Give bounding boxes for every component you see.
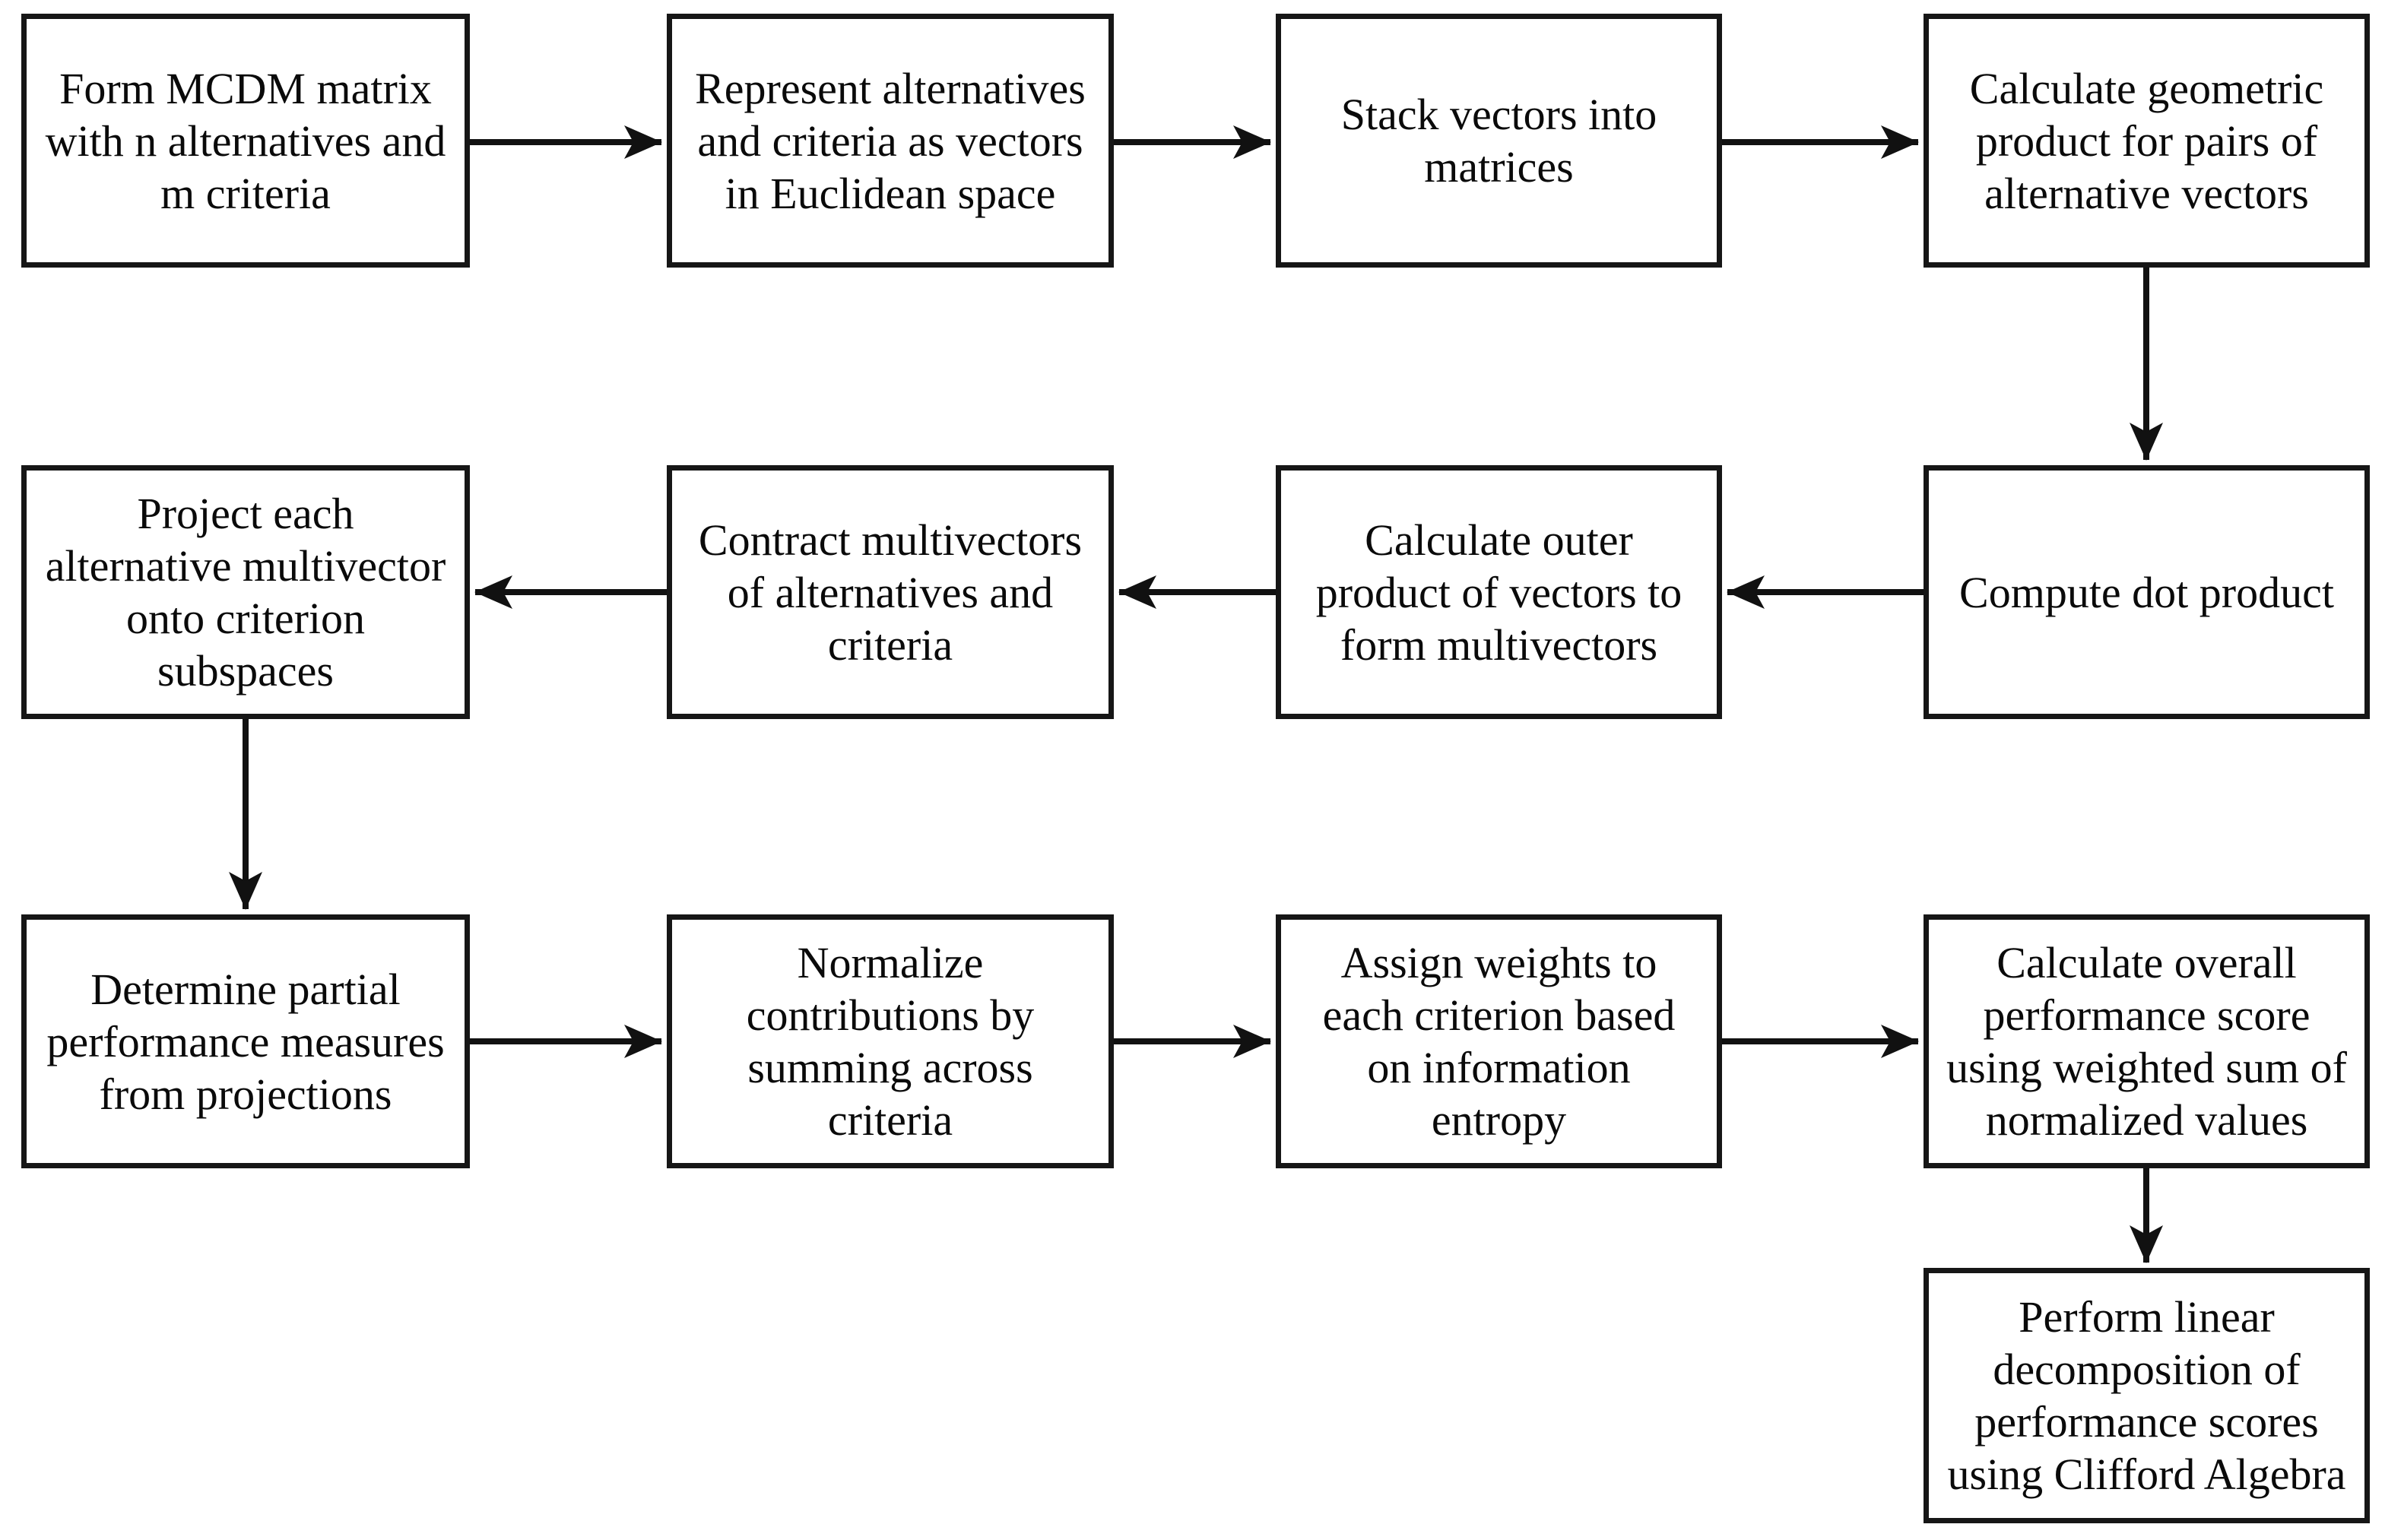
- step-label: Normalize contributions by summing acros…: [746, 938, 1035, 1145]
- step-label: Project each alternative multivector ont…: [45, 489, 446, 696]
- step-label: Perform linear decomposition of performa…: [1947, 1292, 2346, 1499]
- step-box-outer-product: Calculate outer product of vectors to fo…: [1276, 465, 1722, 719]
- step-box-compute-dot-product: Compute dot product: [1924, 465, 2370, 719]
- step-box-project-multivector: Project each alternative multivector ont…: [21, 465, 470, 719]
- step-label: Determine partial performance measures f…: [46, 964, 445, 1119]
- step-box-geometric-product: Calculate geometric product for pairs of…: [1924, 14, 2370, 268]
- step-box-overall-performance-score: Calculate overall performance score usin…: [1924, 914, 2370, 1168]
- step-box-contract-multivectors: Contract multivectors of alternatives an…: [667, 465, 1114, 719]
- step-label: Calculate overall performance score usin…: [1946, 938, 2347, 1145]
- step-label: Compute dot product: [1959, 567, 2334, 617]
- step-box-linear-decomposition: Perform linear decomposition of performa…: [1924, 1268, 2370, 1523]
- step-box-normalize-contributions: Normalize contributions by summing acros…: [667, 914, 1114, 1168]
- step-label: Assign weights to each criterion based o…: [1322, 938, 1676, 1145]
- step-label: Calculate geometric product for pairs of…: [1969, 63, 2324, 218]
- step-box-form-mcdm-matrix: Form MCDM matrix with n alternatives and…: [21, 14, 470, 268]
- step-box-represent-as-vectors: Represent alternatives and criteria as v…: [667, 14, 1114, 268]
- step-box-stack-vectors: Stack vectors into matrices: [1276, 14, 1722, 268]
- step-label: Form MCDM matrix with n alternatives and…: [45, 63, 446, 218]
- step-label: Stack vectors into matrices: [1340, 90, 1657, 192]
- step-label: Calculate outer product of vectors to fo…: [1315, 515, 1683, 670]
- step-label: Contract multivectors of alternatives an…: [698, 515, 1083, 670]
- step-box-assign-weights: Assign weights to each criterion based o…: [1276, 914, 1722, 1168]
- step-box-partial-performance: Determine partial performance measures f…: [21, 914, 470, 1168]
- step-label: Represent alternatives and criteria as v…: [695, 63, 1086, 218]
